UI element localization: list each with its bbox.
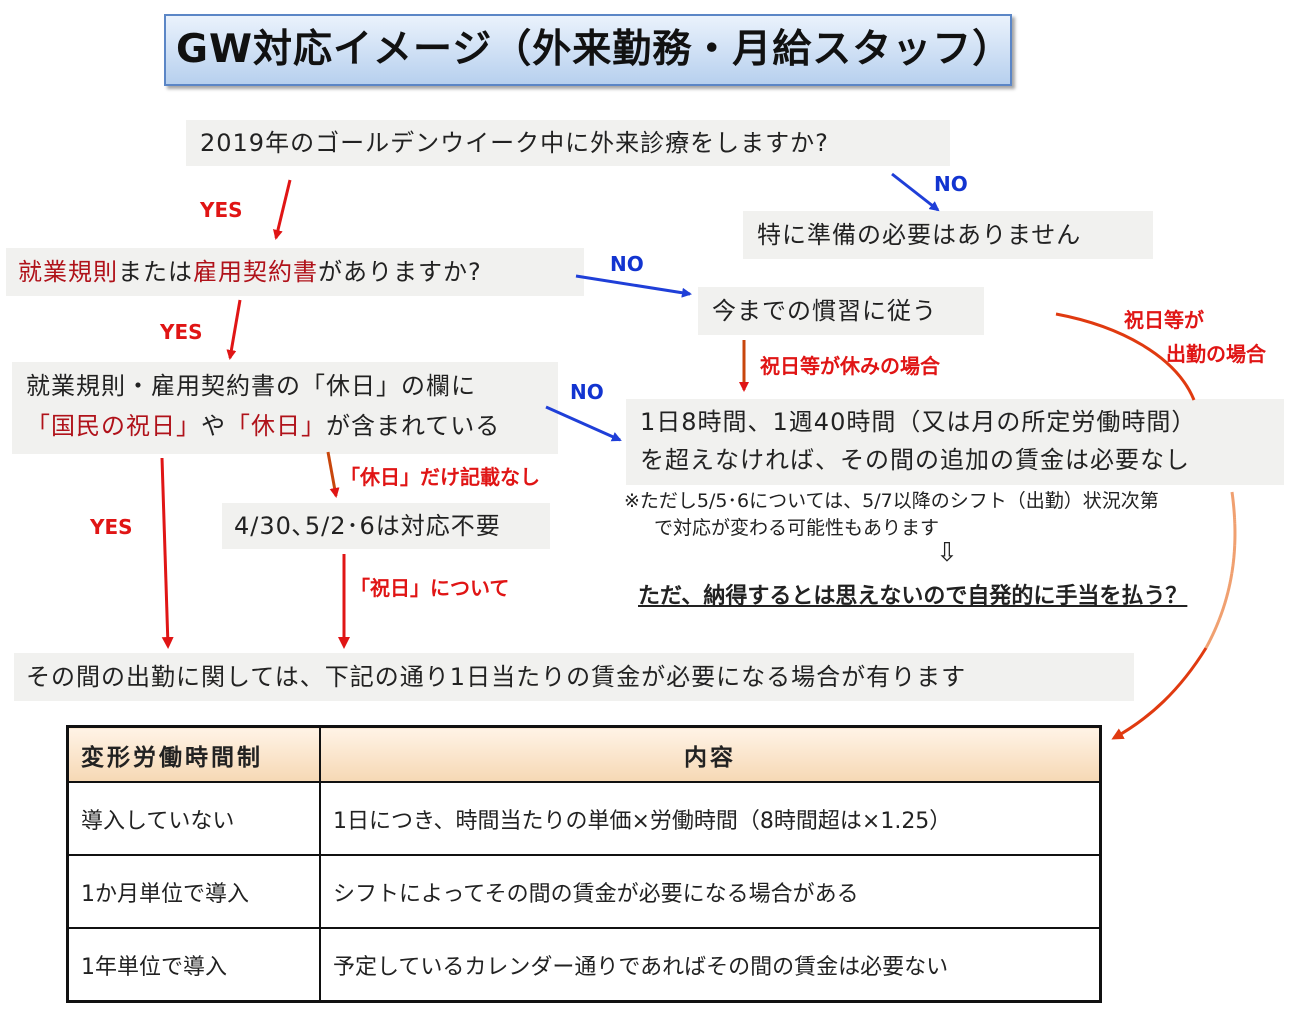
no-label-1: NO [934, 172, 968, 196]
table-header-system: 変形労働時間制 [66, 725, 321, 783]
note-line1: ※ただし5/5･6については、5/7以降のシフト（出勤）状況次第 [624, 490, 1159, 512]
table-cell: 1か月単位で導入 [66, 854, 321, 929]
or-text: または [118, 258, 193, 286]
table-row: 導入していない 1日につき、時間当たりの単価×労働時間（8時間超は×1.25） [66, 781, 1102, 856]
follow-custom-text: 今までの慣習に従う [712, 297, 937, 325]
hours-limit-box: 1日8時間、1週40時間（又は月の所定労働時間） を超えなければ、その間の追加の… [626, 399, 1284, 485]
national-holiday-term: 「国民の祝日」 [26, 412, 201, 440]
ya-text: や [201, 412, 226, 440]
question-suffix: がありますか? [318, 258, 482, 286]
table-row: 1か月単位で導入 シフトによってその間の賃金が必要になる場合がある [66, 854, 1102, 929]
yes-arrow-3 [160, 457, 174, 649]
note-line2: で対応が変わる可能性もあります [654, 517, 940, 539]
no-arrow-2 [575, 274, 692, 298]
yes-label-2: YES [160, 320, 203, 344]
only-holiday-label: 「休日」だけ記載なし [340, 465, 540, 489]
no-arrow-1 [891, 172, 940, 212]
holiday-work-label-2: 出勤の場合 [1166, 342, 1266, 366]
no-arrow-3 [545, 405, 622, 442]
table-cell: シフトによってその間の賃金が必要になる場合がある [319, 854, 1102, 929]
table-cell: 予定しているカレンダー通りであればその間の賃金は必要ない [319, 927, 1102, 1003]
holiday-work-curve-faded [1204, 491, 1237, 649]
conclusion-text: ただ、納得するとは思えないので自発的に手当を払う？ [638, 584, 1188, 609]
yes-label-3: YES [90, 515, 133, 539]
question-outpatient-text: 2019年のゴールデンウイーク中に外来診療をしますか? [200, 129, 829, 157]
page-title: GW対応イメージ（外来勤務・月給スタッフ） [164, 14, 1012, 86]
question-outpatient: 2019年のゴールデンウイーク中に外来診療をしますか? [186, 120, 950, 166]
table-header-row: 変形労働時間制 内容 [66, 725, 1102, 783]
table-row: 1年単位で導入 予定しているカレンダー通りであればその間の賃金は必要ない [66, 927, 1102, 1003]
holiday-term: 「休日」 [226, 412, 326, 440]
table-cell: 導入していない [66, 781, 321, 856]
hours-limit-line2: を超えなければ、その間の追加の賃金は必要なし [640, 446, 1190, 474]
question-holiday-column: 就業規則・雇用契約書の「休日」の欄に 「国民の祝日」や「休日」が含まれている [12, 362, 558, 454]
hours-limit-line1: 1日8時間、1週40時間（又は月の所定労働時間） [640, 408, 1197, 436]
holiday-off-label: 祝日等が休みの場合 [760, 354, 940, 378]
yes-arrow-2 [226, 299, 242, 360]
no-response-box: 4/30､5/2･6は対応不要 [222, 503, 550, 549]
table-header-content: 内容 [319, 725, 1102, 783]
holiday-work-label-1: 祝日等が [1124, 308, 1204, 332]
holiday-question-line1: 就業規則・雇用契約書の「休日」の欄に [26, 372, 476, 400]
table-cell: 1日につき、時間当たりの単価×労働時間（8時間超は×1.25） [319, 781, 1102, 856]
no-label-2: NO [610, 252, 644, 276]
result-text: その間の出勤に関しては、下記の通り1日当たりの賃金が必要になる場合が有ります [26, 663, 967, 691]
yes-arrow-1 [273, 179, 292, 240]
contract-term: 雇用契約書 [193, 258, 318, 286]
rules-term: 就業規則 [18, 258, 118, 286]
no-label-3: NO [570, 380, 604, 404]
table-cell: 1年単位で導入 [66, 927, 321, 1003]
variable-hours-table: 変形労働時間制 内容 導入していない 1日につき、時間当たりの単価×労働時間（8… [66, 725, 1102, 1003]
no-preparation-box: 特に準備の必要はありません [743, 211, 1153, 259]
holiday-question-line2: 「国民の祝日」や「休日」が含まれている [26, 406, 558, 446]
yes-label-1: YES [200, 198, 243, 222]
holiday-only-arrow [326, 451, 340, 498]
result-box: その間の出勤に関しては、下記の通り1日当たりの賃金が必要になる場合が有ります [14, 653, 1134, 701]
holiday-work-curve-top [1055, 312, 1196, 401]
about-national-holiday-label: 「祝日」について [350, 576, 510, 600]
follow-custom-box: 今までの慣習に従う [698, 287, 984, 335]
down-arrow-symbol: ⇩ [936, 538, 958, 568]
no-response-text: 4/30､5/2･6は対応不要 [234, 512, 501, 540]
no-preparation-text: 特に準備の必要はありません [757, 221, 1082, 249]
holiday-work-curve-bottom [1111, 647, 1208, 740]
included-text: が含まれている [326, 412, 501, 440]
question-rules: 就業規則または雇用契約書がありますか? [6, 248, 584, 296]
